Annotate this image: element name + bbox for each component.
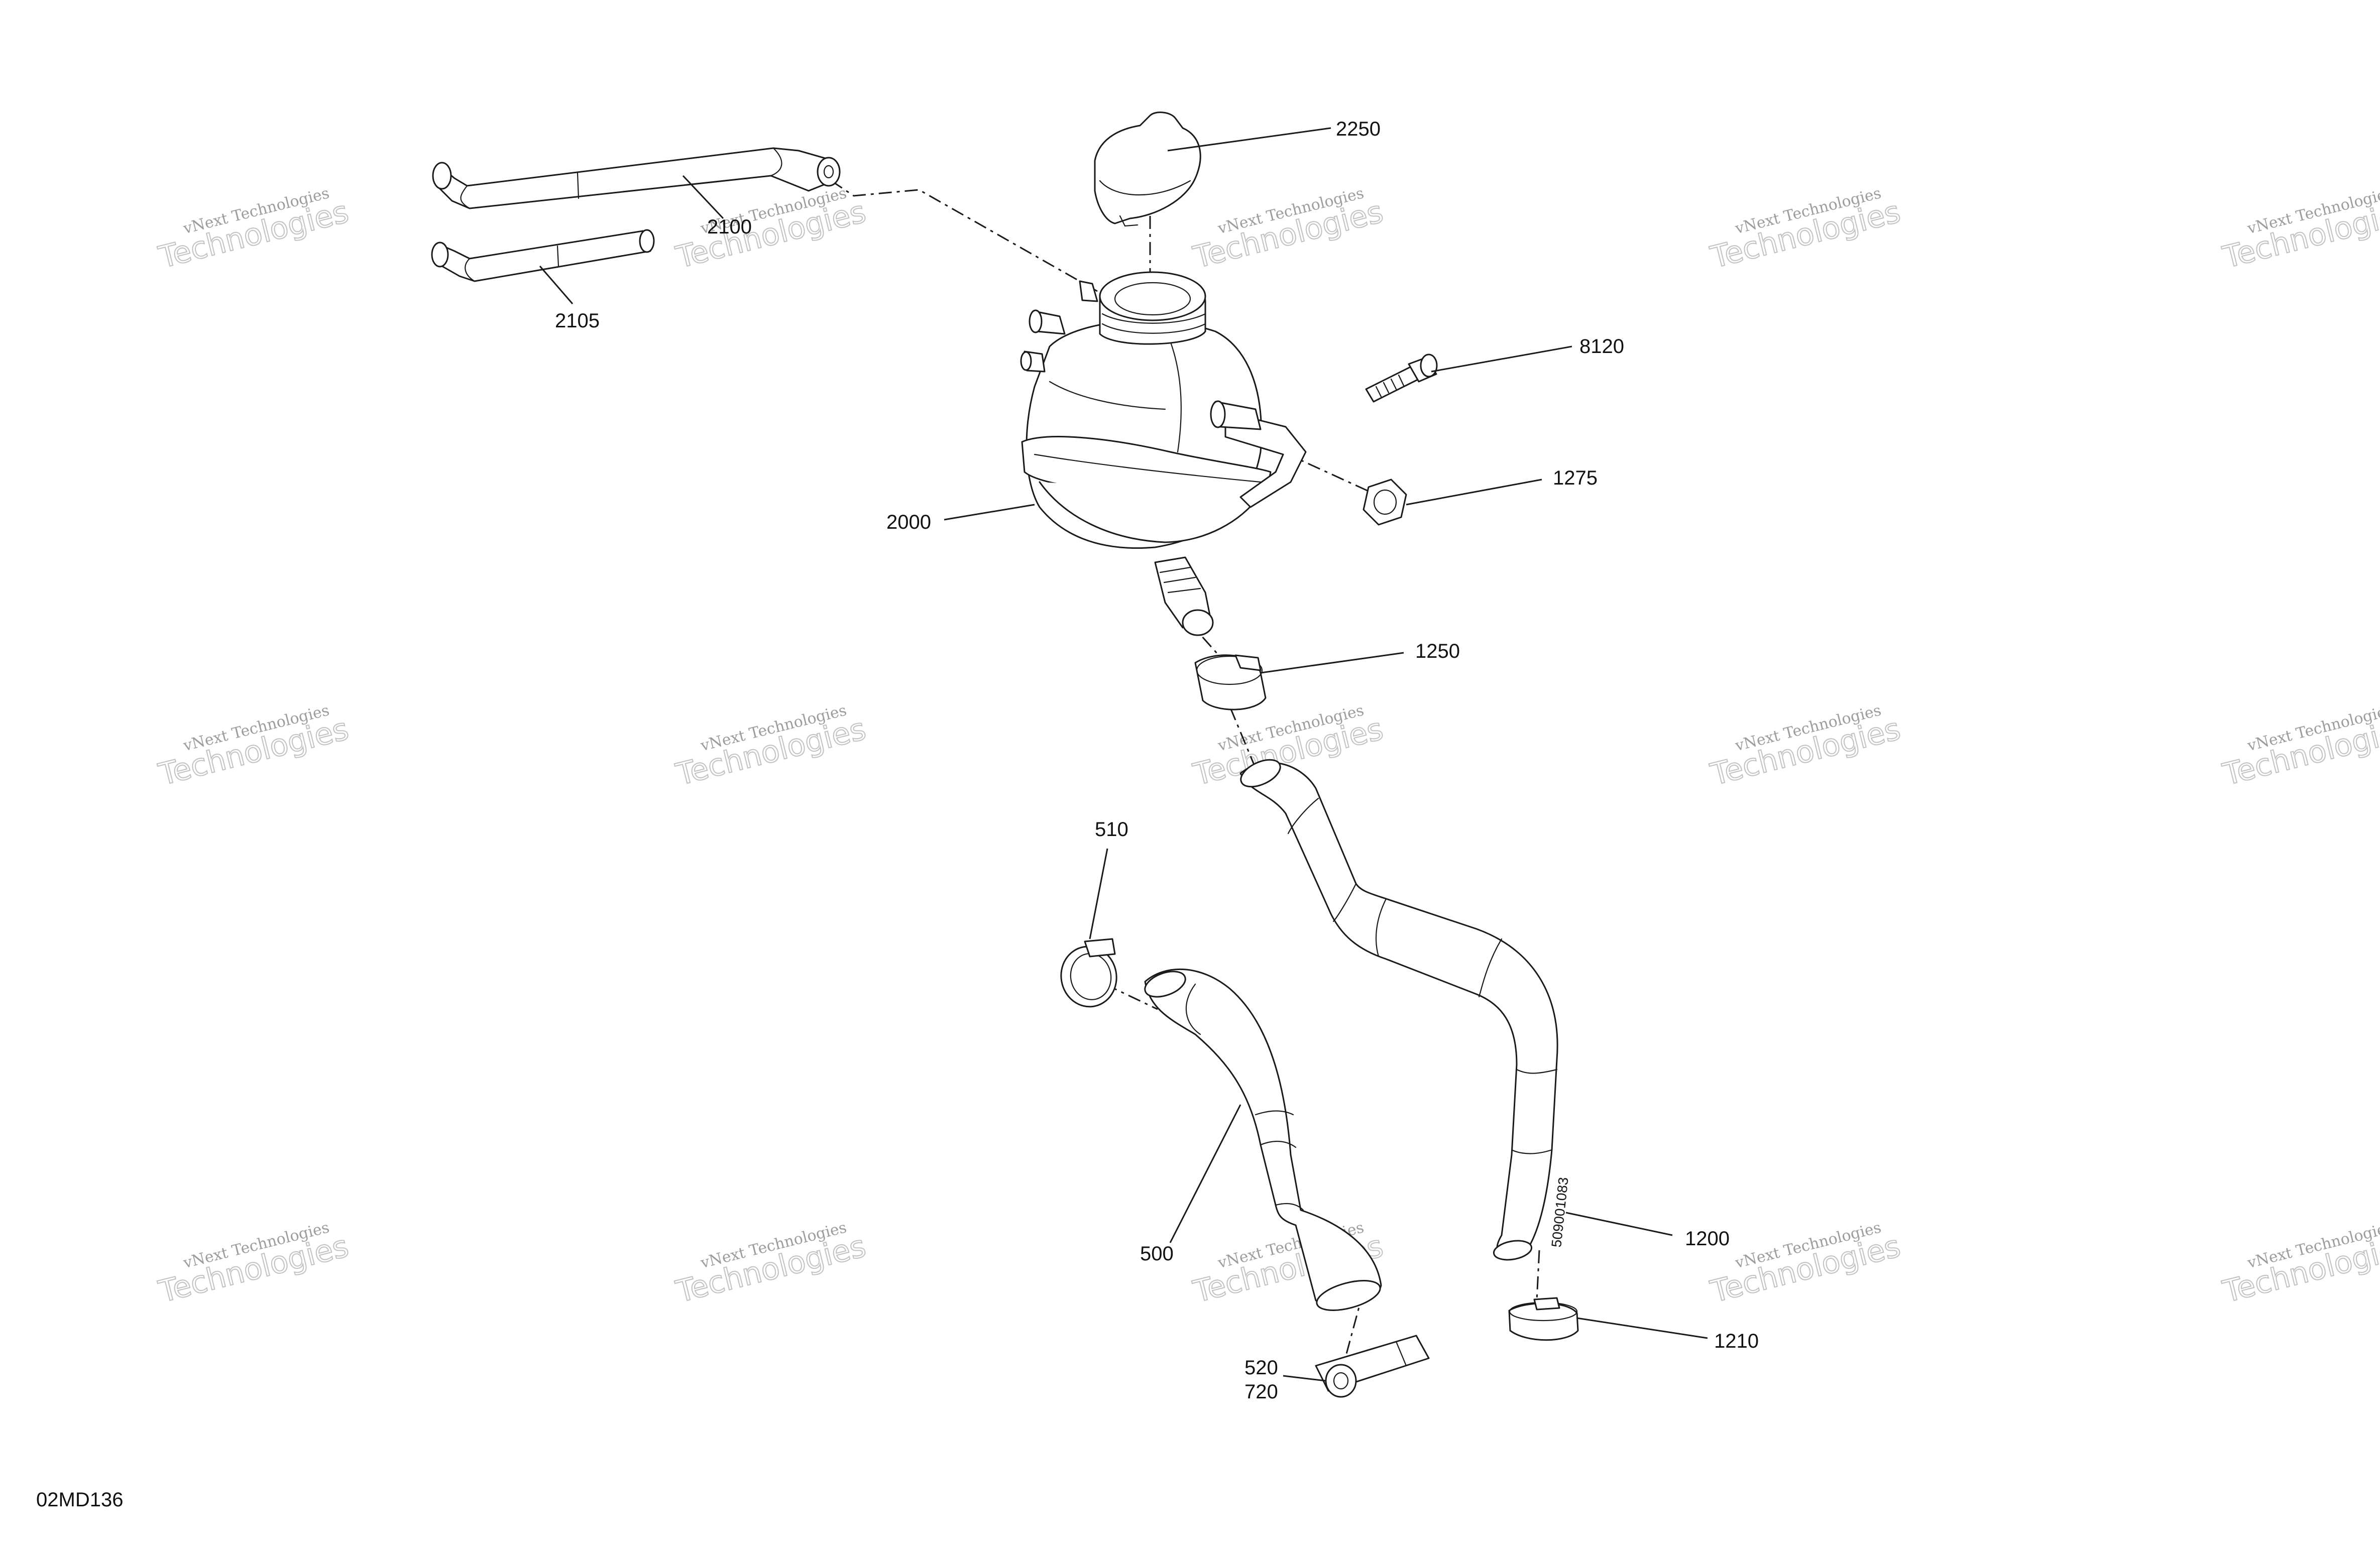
callout-500: 500 — [1140, 1243, 1174, 1265]
watermark: vNext Technologies Technologies — [155, 184, 353, 276]
callout-1200: 1200 — [1685, 1228, 1730, 1250]
watermark: vNext Technologies Technologies — [155, 1219, 353, 1310]
watermark: vNext Technologies Technologies — [672, 1219, 870, 1310]
screw-8120 — [1365, 353, 1438, 403]
clamp-1210 — [1508, 1297, 1579, 1341]
callout-1250: 1250 — [1415, 640, 1460, 662]
watermark: vNext Technologies Technologies — [672, 184, 870, 276]
breather-hose-2105 — [431, 229, 655, 282]
callout-520: 520 — [1244, 1357, 1278, 1379]
watermark: vNext Technologies Technologies — [2219, 1219, 2380, 1310]
callout-720: 720 — [1244, 1381, 1278, 1403]
clamp-520-720 — [1315, 1335, 1430, 1398]
expansion-tank-2000 — [1020, 271, 1307, 636]
leader-lines — [539, 127, 1708, 1382]
watermark: vNext Technologies Technologies — [1707, 184, 1904, 276]
watermark: vNext Technologies Technologies — [2219, 701, 2380, 793]
callout-8120: 8120 — [1579, 335, 1624, 358]
watermark: vNext Technologies Technologies — [155, 701, 353, 793]
callout-510: 510 — [1095, 818, 1128, 841]
breather-hose-2100 — [432, 147, 841, 209]
nut-1275 — [1363, 479, 1407, 526]
callout-2100: 2100 — [707, 216, 752, 238]
callout-labels: 2250 2100 2105 8120 1275 2000 1250 510 5… — [36, 118, 1759, 1511]
watermark: vNext Technologies Technologies — [1707, 1219, 1904, 1310]
pressure-cap-2250 — [1094, 111, 1201, 227]
watermark: vNext Technologies Technologies — [1189, 184, 1387, 276]
callout-2250: 2250 — [1336, 118, 1381, 140]
watermark: vNext Technologies Technologies — [672, 701, 870, 793]
coolant-hose-500 — [1144, 968, 1382, 1311]
callout-2105: 2105 — [555, 310, 600, 332]
clamp-1250 — [1194, 654, 1267, 710]
callout-2000: 2000 — [886, 511, 931, 533]
watermark: vNext Technologies Technologies — [1707, 701, 1904, 793]
callout-1275: 1275 — [1553, 467, 1598, 489]
watermark: vNext Technologies Technologies — [2219, 184, 2380, 276]
clamp-510 — [1060, 938, 1117, 1008]
diagram-reference-code: 02MD136 — [36, 1489, 123, 1511]
callout-1210: 1210 — [1714, 1330, 1759, 1352]
